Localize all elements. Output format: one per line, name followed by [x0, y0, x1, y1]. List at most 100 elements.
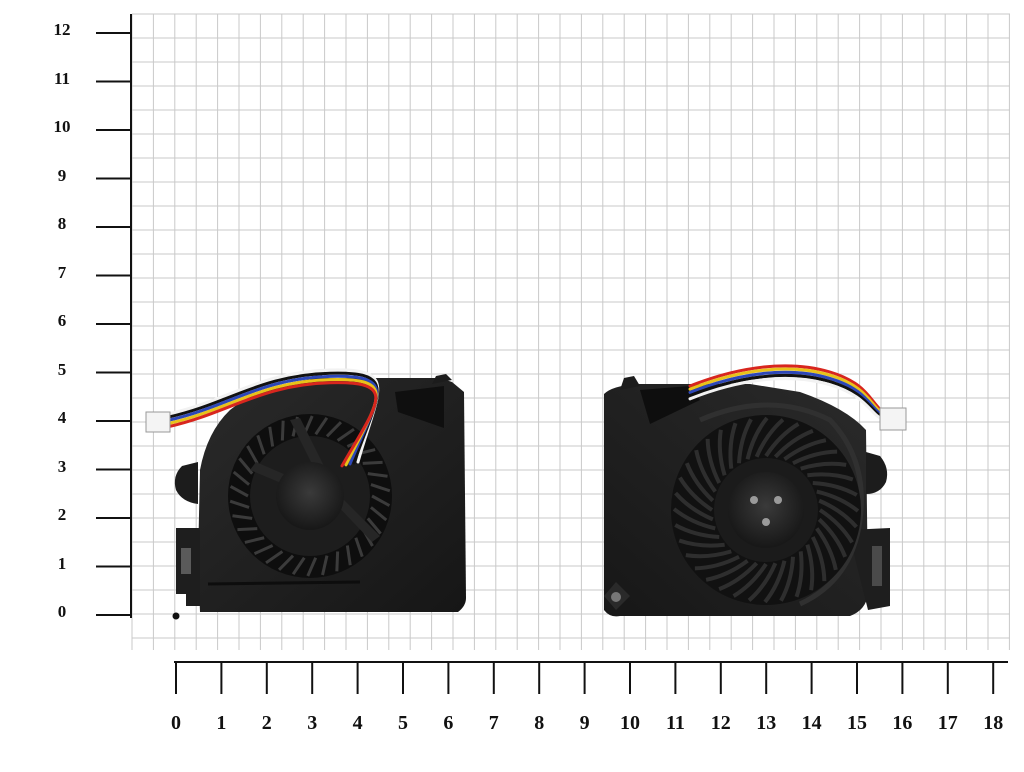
right-fan-hub-hole [774, 496, 782, 504]
right-fan-connector [879, 407, 907, 431]
right-fan-top-tab [620, 376, 640, 390]
x-tick-label: 2 [261, 712, 272, 734]
right-fan-blade [694, 554, 740, 571]
left-fan-outlet-vent [395, 386, 444, 428]
right-fan-blade [816, 489, 860, 513]
right-fan-blade [717, 429, 727, 476]
left-fan-blade [369, 506, 388, 522]
left-fan-groove [207, 580, 361, 586]
right-fan-wire [688, 377, 888, 422]
left-fan-blade [354, 537, 364, 558]
left-fan-wire [166, 381, 378, 468]
right-fan-blade [705, 438, 722, 484]
y-tick-label: 12 [53, 20, 71, 39]
right-fan-blade [678, 476, 714, 512]
right-fan-blade [817, 517, 848, 558]
right-fan-blade [779, 556, 795, 602]
left-fan-blade [345, 545, 352, 566]
left-fan-mount-hole [172, 612, 180, 620]
ruler-axes [96, 14, 1008, 694]
left-fan-blade [277, 554, 295, 571]
x-tick-label: 9 [579, 712, 590, 734]
left-fan-left-ear [174, 462, 198, 504]
x-tick-label: 13 [756, 712, 777, 734]
x-tick-label: 12 [710, 712, 731, 734]
left-fan-blade [321, 555, 329, 576]
left-fan-blade [314, 416, 329, 436]
x-tick-label: 17 [937, 712, 958, 734]
right-fan-blade [815, 527, 838, 571]
left-fan-blade [238, 457, 254, 475]
right-fan-blade [800, 461, 847, 471]
right-fan-blade [754, 418, 785, 458]
right-fan-blade [783, 438, 827, 461]
right-fan-blade [694, 449, 717, 493]
right-fan-blade [810, 536, 827, 582]
y-tick-label: 3 [57, 456, 67, 476]
right-fan-blade [684, 462, 715, 503]
right-fan-hub-hole [750, 496, 758, 504]
left-fan-blade [232, 514, 253, 520]
left-fan-blade [306, 557, 318, 577]
left-fan-blade [335, 551, 340, 572]
y-tick-label: 5 [57, 359, 67, 379]
right-fan-hub-hole [762, 518, 770, 526]
left-fan-blade [253, 544, 274, 555]
left-fan-top-tab [432, 374, 452, 384]
y-tick-label: 2 [57, 505, 67, 524]
x-tick-label: 10 [620, 712, 640, 734]
x-tick-label: 11 [665, 712, 685, 734]
y-tick-label: 1 [57, 553, 67, 573]
left-fan-strut-arm-3 [332, 496, 380, 542]
y-tick-label: 7 [57, 262, 67, 282]
y-tick-label: 4 [57, 408, 67, 427]
right-fan-blade [674, 491, 714, 522]
right-fan-blade [745, 416, 769, 460]
left-fan-hub [276, 462, 344, 530]
x-tick-label: 6 [443, 712, 454, 734]
right-fan-blade [807, 472, 854, 482]
right-fan-wire [688, 367, 888, 418]
x-tick-label: 1 [216, 712, 227, 734]
right-fan-blade [794, 551, 804, 598]
y-tick-label: 11 [53, 68, 71, 88]
y-tick-label: 6 [57, 311, 67, 330]
right-fan [604, 376, 890, 617]
left-fan-blade [367, 472, 388, 478]
y-tick-label: 10 [53, 117, 71, 136]
right-fan-right-ear [866, 452, 888, 494]
left-fan-blade [336, 427, 355, 442]
x-tick-label: 3 [307, 712, 318, 734]
left-fan-blade [362, 460, 383, 465]
left-fan-bracket-slot [181, 548, 191, 574]
x-tick-label: 5 [398, 712, 408, 734]
right-fan-hub [728, 472, 804, 548]
right-fan-wire [688, 370, 888, 419]
right-fan-blade [728, 422, 738, 469]
right-fan-blade [763, 560, 787, 604]
left-fan-blade [232, 470, 251, 486]
y-tick-label: 8 [57, 214, 67, 233]
right-fan-blade [672, 507, 716, 531]
left-fan-blade [229, 499, 250, 509]
left-fan-blade [246, 445, 259, 465]
right-fan-blade [773, 428, 814, 459]
right-fan-blade [678, 538, 725, 548]
right-fan-wire [688, 364, 888, 416]
left-fan-blade [244, 536, 265, 544]
right-fan-blade [747, 562, 778, 602]
right-fan-corner-hole [611, 592, 621, 602]
left-fan-blade [371, 494, 391, 507]
left-fan-blade [280, 420, 285, 441]
left-fan-connector [145, 411, 171, 433]
right-fan-blade [732, 562, 768, 598]
x-tick-label: 18 [983, 712, 1004, 734]
x-tick-label: 4 [352, 712, 363, 734]
fan-cables [145, 364, 907, 468]
x-tick-label: 7 [488, 712, 499, 734]
right-fan-impeller-blades [672, 416, 860, 604]
x-tick-label: 15 [847, 712, 867, 734]
right-fan-outlet-vent [640, 386, 700, 424]
